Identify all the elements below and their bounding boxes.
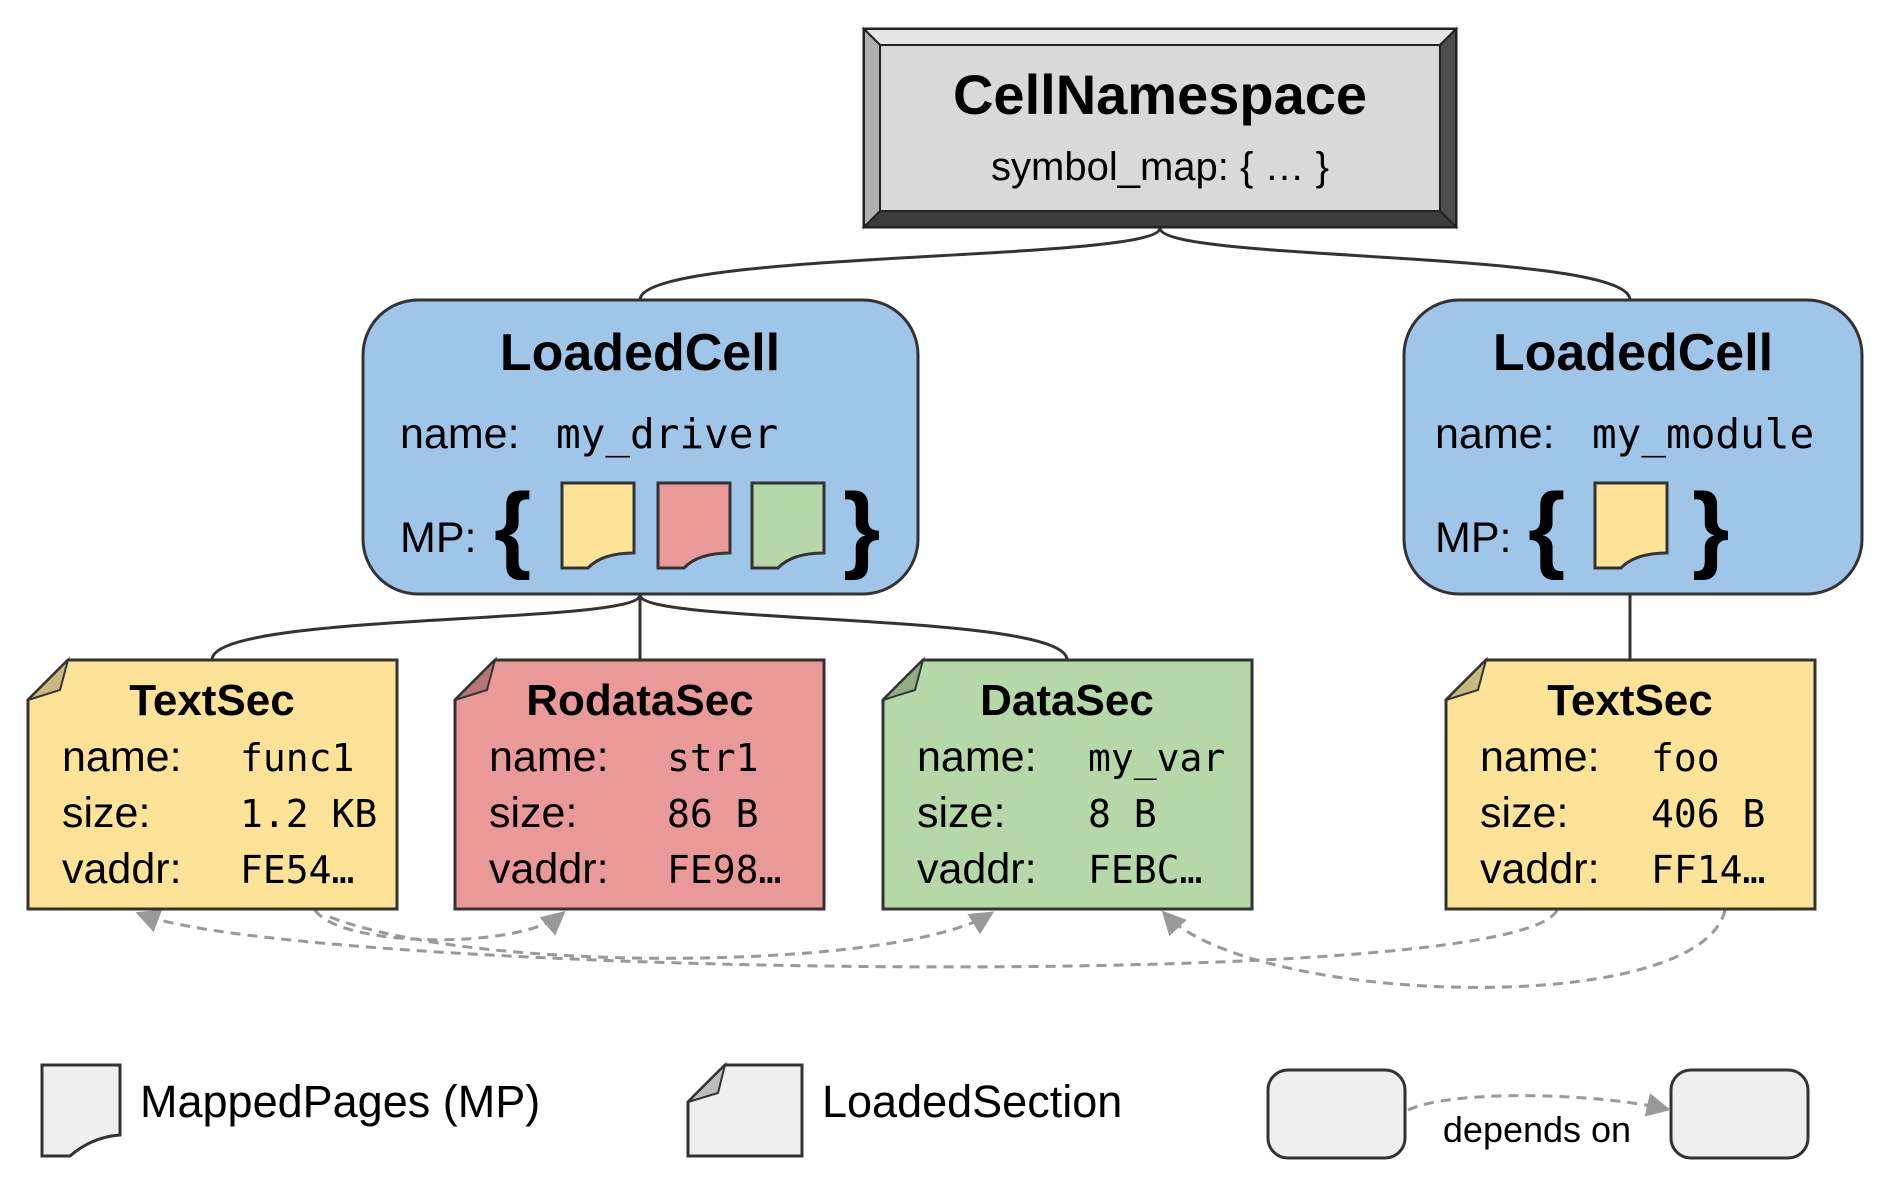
section-title: DataSec	[980, 676, 1154, 725]
namespace-subtitle: symbol_map: { … }	[991, 145, 1329, 189]
section-title: TextSec	[129, 676, 295, 725]
connector-cell1-to-textsec	[210, 594, 642, 661]
connector-namespace-to-cell-2	[1158, 227, 1632, 301]
section-data-my-var: DataSec name: my_var size: 8 B vaddr: FE…	[881, 656, 1254, 911]
depends-arrow-textsec1-to-rodatasec	[313, 909, 566, 942]
section-name-label: name:	[917, 733, 1037, 781]
loaded-cell-title: LoadedCell	[500, 324, 780, 382]
section-name-value: my_var	[1088, 736, 1225, 781]
loaded-cell-mp-label: MP:	[1435, 514, 1511, 562]
legend-depends-on-label: depends on	[1443, 1109, 1631, 1150]
section-size-label: size:	[917, 789, 1005, 837]
section-rodata-str1: RodataSec name: str1 size: 86 B vaddr: F…	[453, 656, 826, 911]
mapped-pages-legend-icon	[40, 1063, 122, 1158]
section-vaddr-value: FEBC…	[1088, 848, 1202, 892]
loaded-cell-my-driver: LoadedCell name: my_driver MP: { }	[361, 298, 920, 596]
depends-legend-source-box	[1266, 1068, 1407, 1160]
loaded-cell-box	[1402, 298, 1864, 596]
loaded-section-legend-icon	[686, 1063, 804, 1158]
section-vaddr-label: vaddr:	[1480, 845, 1600, 893]
namespace-bevel-bottom	[861, 210, 1459, 228]
section-size-label: size:	[1480, 789, 1568, 837]
connector-namespace-to-cell-1	[638, 227, 1162, 301]
namespace-title: CellNamespace	[953, 63, 1367, 126]
section-text-foo: TextSec name: foo size: 406 B vaddr: FF1…	[1444, 656, 1817, 911]
mapped-pages-green-icon	[750, 481, 826, 570]
mp-close-brace-icon: }	[1692, 474, 1729, 581]
loaded-cell-name-value: my_module	[1592, 410, 1814, 458]
section-text-func1: TextSec name: func1 size: 1.2 KB vaddr: …	[26, 656, 399, 911]
mp-close-brace-icon: }	[843, 474, 880, 581]
section-title: RodataSec	[526, 676, 753, 725]
loaded-section-legend-fold-icon	[687, 1061, 727, 1103]
section-name-value: str1	[667, 736, 759, 780]
folded-corner-icon	[454, 656, 497, 701]
section-name-label: name:	[1480, 733, 1600, 781]
depends-arrow-textsec1-to-datasec	[329, 911, 995, 960]
section-title: TextSec	[1547, 676, 1713, 725]
depends-arrow-textsec2-to-datasec	[1161, 909, 1727, 989]
dependency-arrows	[135, 909, 1727, 989]
section-name-label: name:	[489, 733, 609, 781]
depends-legend-target-box	[1669, 1068, 1810, 1160]
mapped-pages-yellow-icon	[1593, 481, 1669, 570]
section-size-value: 8 B	[1088, 792, 1157, 836]
section-size-label: size:	[489, 789, 577, 837]
cell-namespace-node: CellNamespace symbol_map: { … }	[861, 26, 1459, 230]
depends-legend-arrow	[1407, 1093, 1671, 1117]
section-name-value: func1	[240, 736, 354, 780]
loaded-cell-name-value: my_driver	[556, 410, 778, 458]
loaded-cell-name-label: name:	[400, 410, 520, 458]
depends-arrow-textsec2-to-textsec1	[135, 909, 1559, 969]
folded-corner-icon	[1445, 656, 1488, 701]
section-vaddr-value: FE98…	[667, 848, 781, 892]
folded-corner-icon	[882, 656, 925, 701]
mp-open-brace-icon: {	[1528, 474, 1565, 581]
namespace-bevel-right	[1439, 26, 1457, 230]
mapped-pages-red-icon	[656, 481, 732, 570]
mapped-pages-yellow-icon	[560, 481, 636, 570]
section-vaddr-label: vaddr:	[62, 845, 182, 893]
loaded-cell-mp-label: MP:	[400, 514, 476, 562]
section-size-label: size:	[62, 789, 150, 837]
section-name-label: name:	[62, 733, 182, 781]
loaded-cell-title: LoadedCell	[1493, 324, 1773, 382]
namespace-bevel-top	[861, 28, 1459, 46]
loaded-cell-name-label: name:	[1435, 410, 1555, 458]
section-vaddr-value: FE54…	[240, 848, 354, 892]
connector-cell1-to-datasec	[638, 594, 1069, 661]
legend-mapped-pages-label: MappedPages (MP)	[140, 1076, 540, 1127]
section-name-value: foo	[1651, 736, 1720, 780]
mp-open-brace-icon: {	[494, 474, 531, 581]
legend-loaded-section-label: LoadedSection	[822, 1076, 1122, 1127]
namespace-box-inner	[879, 44, 1441, 212]
section-vaddr-label: vaddr:	[917, 845, 1037, 893]
namespace-bevel-left	[863, 26, 881, 230]
section-size-value: 406 B	[1651, 792, 1765, 836]
legend: MappedPages (MP) LoadedSection depends o…	[40, 1061, 1810, 1160]
section-vaddr-label: vaddr:	[489, 845, 609, 893]
hierarchy-connectors	[210, 227, 1632, 661]
loaded-cell-my-module: LoadedCell name: my_module MP: { }	[1402, 298, 1864, 596]
section-size-value: 1.2 KB	[240, 792, 377, 836]
section-vaddr-value: FF14…	[1651, 848, 1765, 892]
section-size-value: 86 B	[667, 792, 759, 836]
folded-corner-icon	[27, 656, 70, 701]
